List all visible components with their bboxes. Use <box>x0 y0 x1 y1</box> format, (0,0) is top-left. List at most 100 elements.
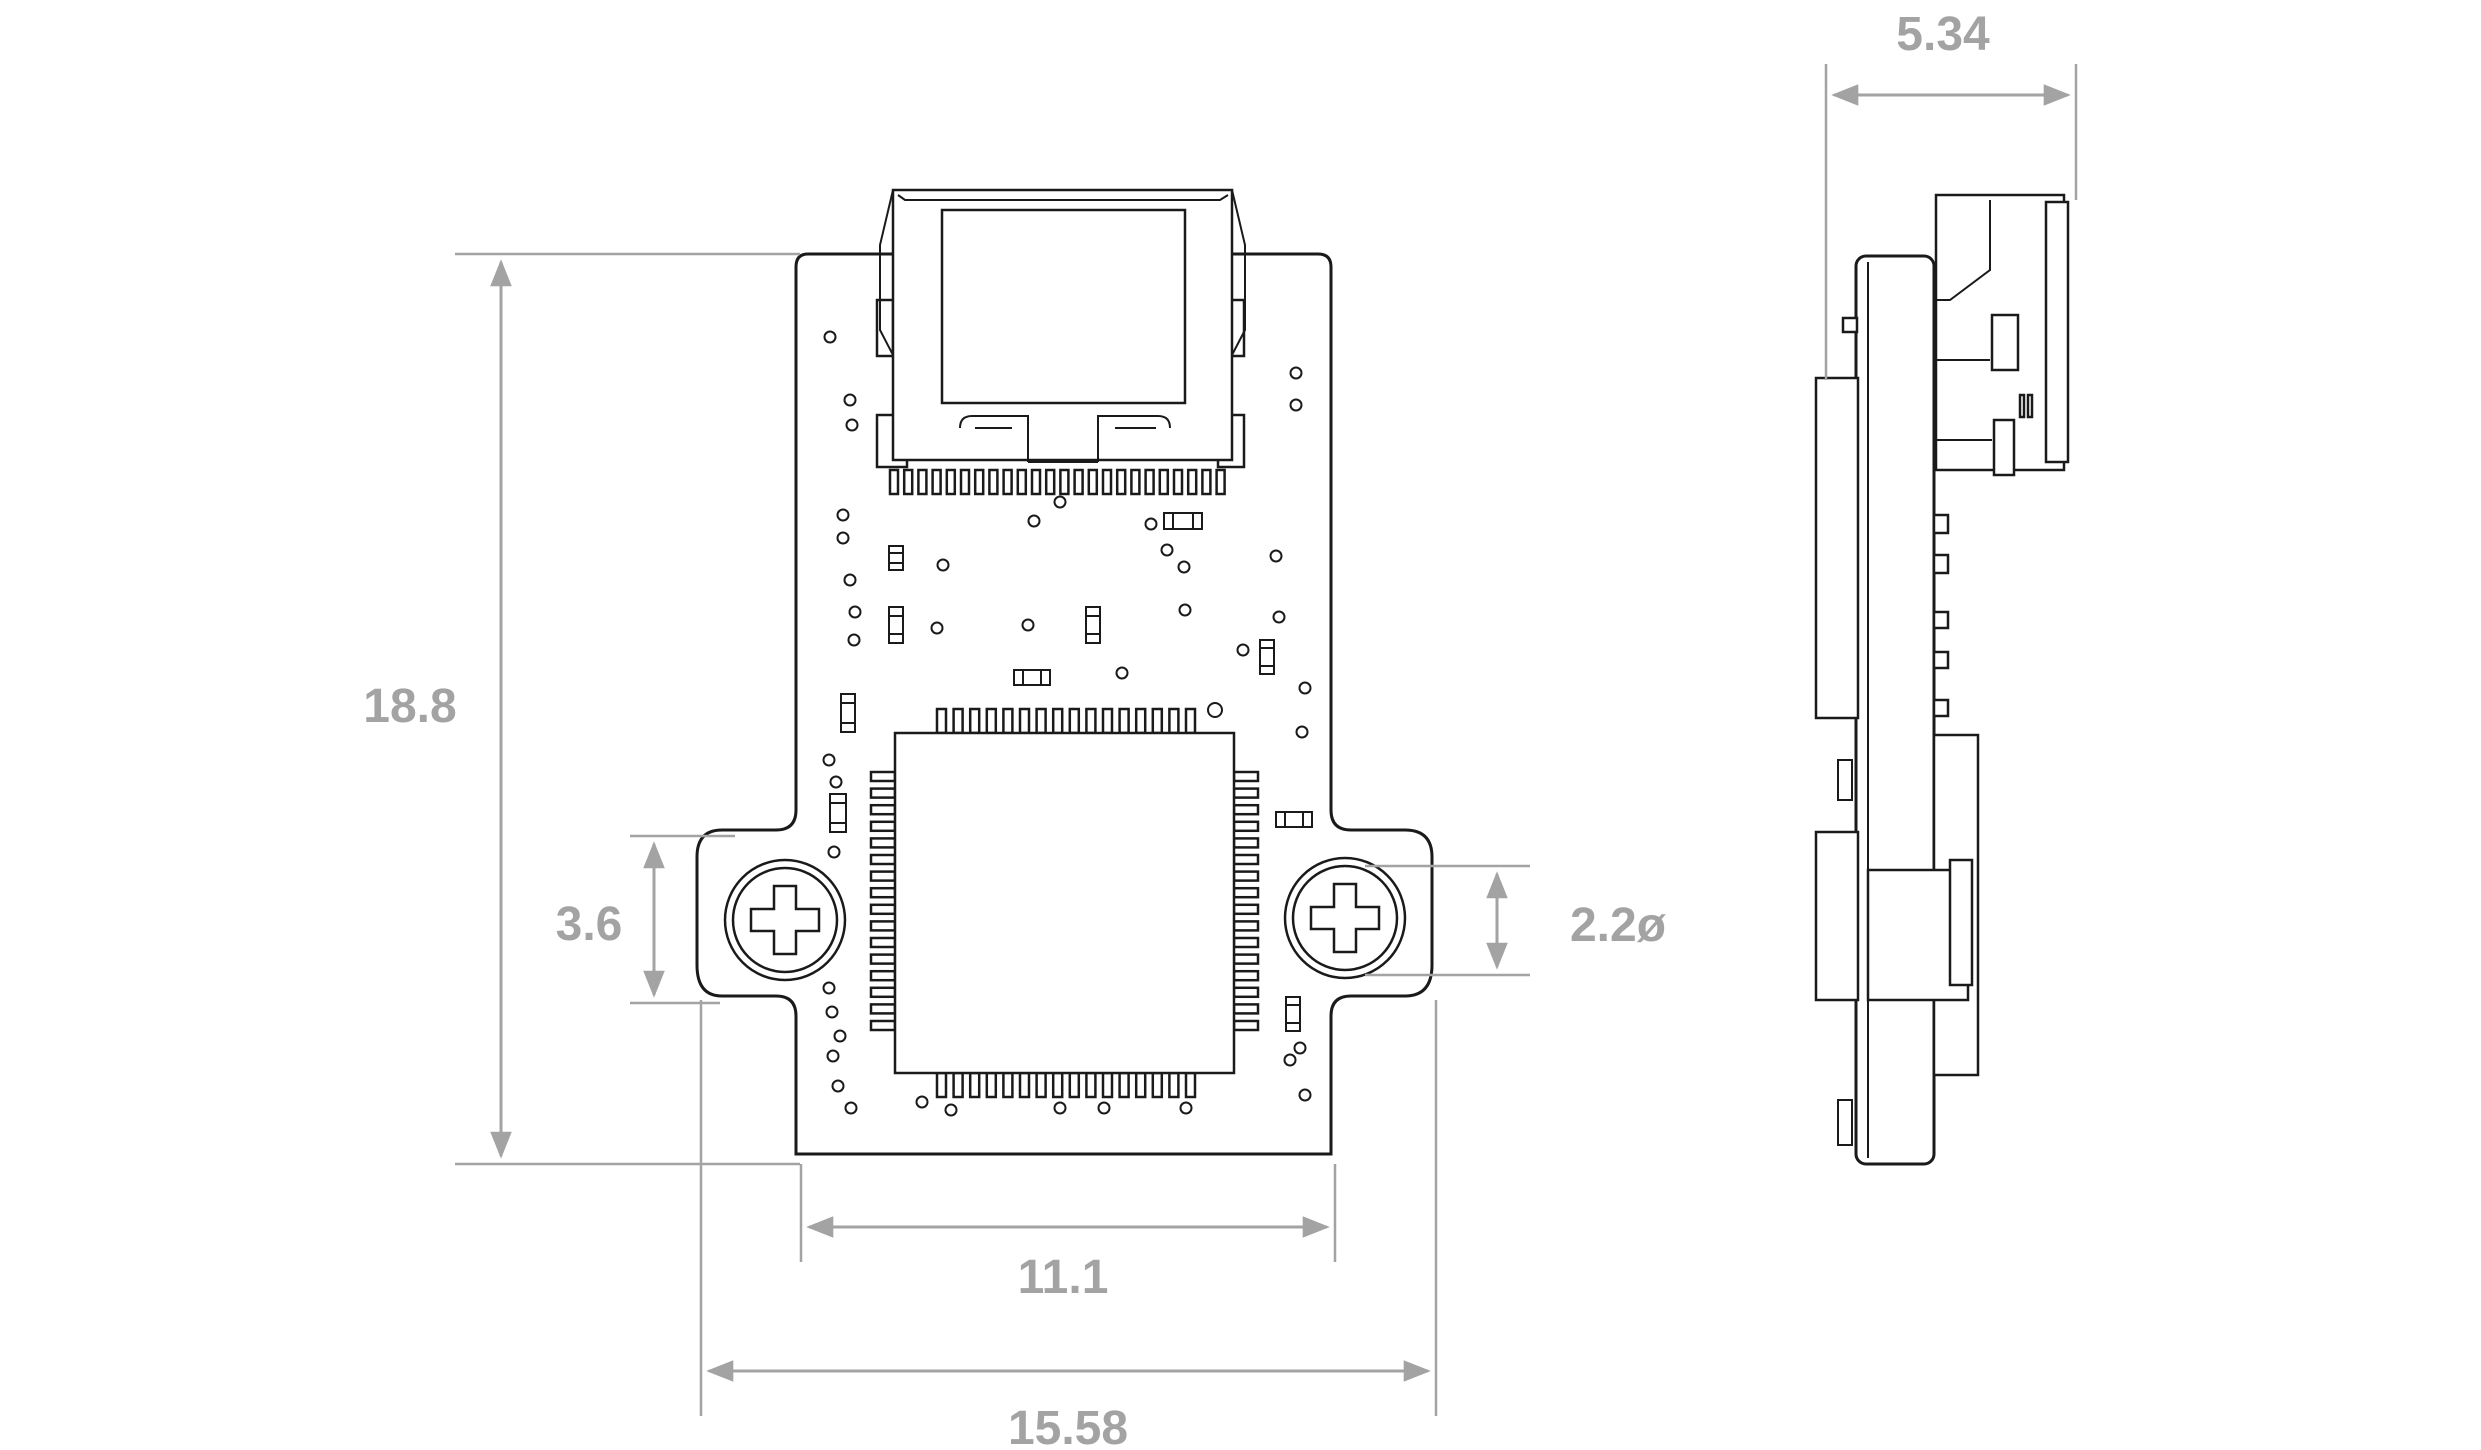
ic-pin <box>1232 803 1260 816</box>
front-view <box>695 188 1434 1156</box>
dimension-labels: 18.8 3.6 2.2ø 11.1 15.58 5.34 <box>363 8 1990 1450</box>
ic-pin <box>869 837 897 849</box>
via <box>1115 666 1129 680</box>
via <box>1178 603 1192 617</box>
ic-pin <box>1018 707 1031 735</box>
ic-pin <box>869 920 897 932</box>
ic-pin <box>1051 707 1064 735</box>
ic-pin <box>1232 770 1260 783</box>
via <box>844 1101 858 1115</box>
ic-pin <box>1151 707 1164 735</box>
ic-pin <box>869 969 897 982</box>
dimension-lines <box>455 64 2078 1416</box>
outer-width-label: 15.58 <box>1008 1402 1128 1450</box>
via <box>1293 1041 1307 1055</box>
ic-pin <box>1232 1019 1260 1032</box>
ic-pin <box>968 707 981 735</box>
ic-pin <box>1232 820 1260 833</box>
via <box>822 753 836 767</box>
ic-pin <box>1085 1071 1097 1099</box>
via <box>1236 643 1250 657</box>
screw-left <box>723 858 847 982</box>
ic-pin <box>1232 837 1260 849</box>
ic-pin <box>935 1071 948 1099</box>
via <box>1021 618 1035 632</box>
ic-pin <box>869 820 897 833</box>
ic-pin <box>1051 1071 1064 1099</box>
ic-pin <box>952 707 964 735</box>
usb-pin <box>1158 468 1170 496</box>
ic-pin <box>1232 986 1260 999</box>
via <box>826 1049 840 1063</box>
ic-pin <box>1018 1071 1031 1099</box>
ic-pin <box>1002 707 1014 735</box>
via <box>836 531 850 545</box>
usb-pin <box>1101 468 1113 496</box>
ic-pin <box>1232 920 1260 932</box>
ic-pin <box>869 903 897 916</box>
side-back-component <box>1814 376 1860 720</box>
via <box>1053 1101 1067 1115</box>
via <box>1269 549 1283 563</box>
via <box>1272 610 1286 624</box>
via <box>845 418 859 432</box>
usb-c-connector <box>875 188 1246 496</box>
hole-spacing-label: 3.6 <box>556 898 623 951</box>
usb-pin <box>1130 468 1141 496</box>
ic-pin <box>1232 870 1260 882</box>
usb-pin <box>1172 468 1184 496</box>
usb-pin <box>1073 468 1084 496</box>
ic-pin <box>869 936 897 949</box>
usb-pin <box>1016 468 1028 496</box>
ic-pin <box>869 953 897 965</box>
via <box>843 393 857 407</box>
ic-pin <box>869 787 897 799</box>
via <box>827 845 841 859</box>
ic-pin <box>985 1071 998 1099</box>
via <box>1160 543 1174 557</box>
via <box>1207 702 1223 718</box>
via <box>822 981 836 995</box>
via <box>1179 1101 1193 1115</box>
via <box>1289 366 1303 380</box>
usb-pin <box>1030 468 1042 496</box>
side-view <box>1814 193 2070 1166</box>
usb-pin <box>1087 468 1099 496</box>
ic-pin <box>1118 1071 1130 1099</box>
via <box>1289 398 1303 412</box>
ic-pin <box>952 1071 964 1099</box>
ic-pin <box>869 1003 897 1015</box>
vias <box>822 330 1312 1117</box>
usb-c-pins <box>888 468 1226 496</box>
via <box>1295 725 1309 739</box>
ic-pin <box>1232 1003 1260 1015</box>
usb-pin <box>1002 468 1013 496</box>
ic-pin <box>1035 707 1047 735</box>
ic-pin <box>869 770 897 783</box>
ic-pin <box>1101 1071 1114 1099</box>
via <box>847 633 861 647</box>
usb-pin <box>1201 468 1212 496</box>
ic-pin <box>869 870 897 882</box>
ic-pin <box>869 1019 897 1032</box>
via <box>848 605 862 619</box>
via <box>915 1095 929 1109</box>
via <box>1177 560 1191 574</box>
usb-pin <box>1059 468 1070 496</box>
ic-pin <box>1184 707 1197 735</box>
ic-pin <box>1002 1071 1014 1099</box>
ic-pin <box>1134 707 1147 735</box>
usb-pin <box>959 468 971 496</box>
ic-pin <box>1232 886 1260 899</box>
ic-pin <box>1085 707 1097 735</box>
usb-pin <box>1144 468 1155 496</box>
usb-pin <box>1115 468 1127 496</box>
via <box>843 573 857 587</box>
ic-pin <box>869 853 897 866</box>
ic-pin <box>1068 1071 1081 1099</box>
ic-pin <box>1068 707 1081 735</box>
thickness-label: 5.34 <box>1896 8 1990 61</box>
screw-right <box>1283 856 1407 980</box>
usb-pin <box>1044 468 1056 496</box>
via <box>825 1005 839 1019</box>
